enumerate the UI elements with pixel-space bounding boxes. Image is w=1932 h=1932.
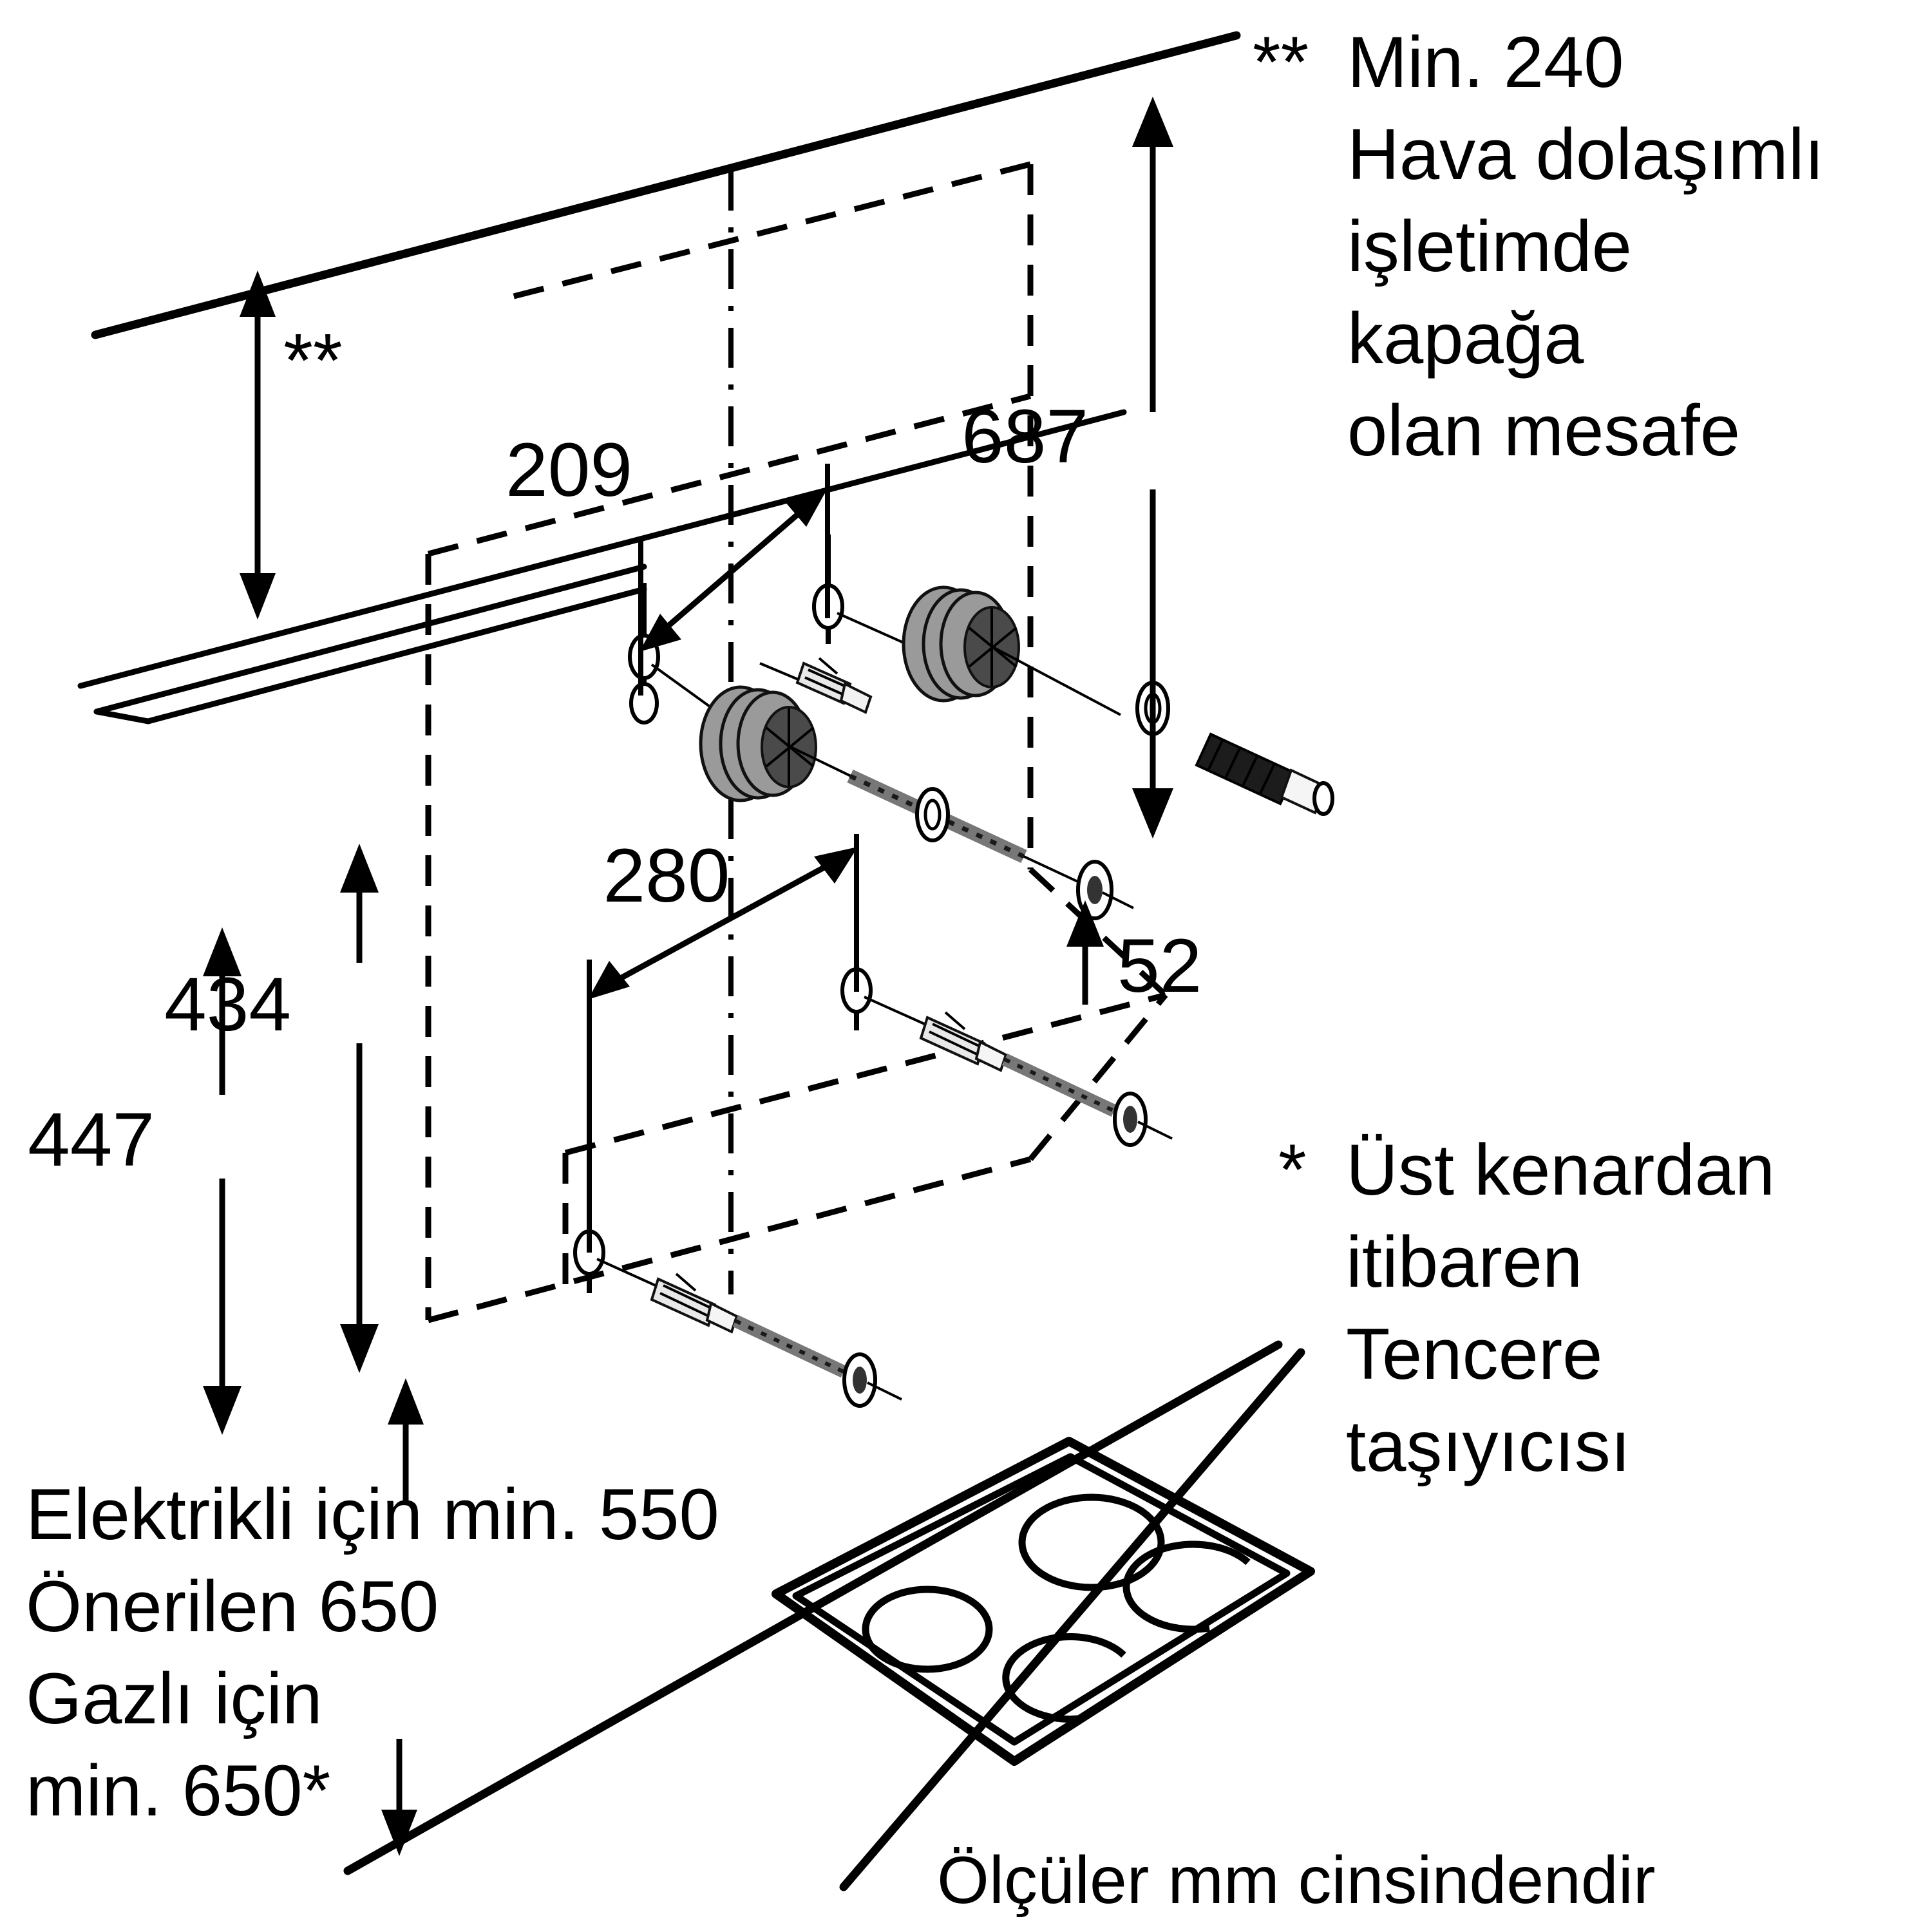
note-top-line-3: işletimde <box>1347 206 1632 287</box>
dimension-280 <box>587 834 859 1253</box>
hood-outline-dashed <box>425 161 1168 1323</box>
dimension-209 <box>638 464 830 696</box>
min-height-indicator-arrow <box>388 1378 424 1501</box>
dimension-star-depth <box>240 270 276 620</box>
note-bottom-left: Elektrikli için min. 550 Önerilen 650 Ga… <box>26 1474 719 1831</box>
dimension-447 <box>203 927 242 1435</box>
mount-hole-lower-left-upper <box>629 682 659 724</box>
cooktop-burner-front-right <box>1002 1633 1126 1723</box>
dimension-52-label: 52 <box>1117 923 1202 1009</box>
units-caption: Ölçüler mm cinsindendir <box>937 1843 1655 1918</box>
dimension-280-label: 280 <box>603 833 730 918</box>
note-bottom-left-line-1: Elektrikli için min. 550 <box>26 1474 719 1555</box>
cooktop <box>772 1437 1315 1766</box>
note-top-line-1: Min. 240 <box>1347 22 1624 102</box>
note-bottom-right-line-3: Tencere <box>1346 1314 1602 1394</box>
note-top-line-4: kapağa <box>1347 298 1584 379</box>
cooktop-burner-rear-right <box>1122 1540 1251 1633</box>
gas-min-height-arrow <box>381 1739 417 1856</box>
note-bottom-left-line-4: min. 650* <box>26 1750 330 1831</box>
wall-plug-upper <box>759 657 873 714</box>
dimension-687 <box>1132 97 1173 838</box>
washer-lower <box>915 787 950 842</box>
cooktop-burner-front-left <box>862 1586 993 1673</box>
spacer-bushing-lower <box>699 685 931 816</box>
note-bottom-right-line-2: itibaren <box>1346 1222 1582 1302</box>
dimension-687-label: 687 <box>961 394 1088 479</box>
cabinet-top-edges <box>77 31 1241 689</box>
note-top-marker: ** <box>1253 22 1309 102</box>
wall-plug-screw-lower-right <box>864 996 1173 1147</box>
note-bottom-right-line-1: Üst kenardan <box>1346 1130 1775 1210</box>
mount-hardware-upper <box>628 535 1334 920</box>
note-top-line-2: Hava dolaşımlı <box>1347 114 1824 194</box>
dimension-star-label: ** <box>283 318 343 403</box>
note-top-right: ** Min. 240 Hava dolaşımlı işletimde kap… <box>1253 22 1824 471</box>
wall-bracket-rail <box>93 564 647 724</box>
spacer-bushing-upper <box>902 585 1121 716</box>
note-bottom-right: * Üst kenardan itibaren Tencere taşıyıcı… <box>1278 1130 1775 1486</box>
wall-plug-screw-lower-left <box>596 1258 902 1408</box>
note-bottom-left-line-2: Önerilen 650 <box>26 1566 439 1647</box>
dimension-52 <box>1066 900 1104 1005</box>
dimension-434 <box>340 844 379 1373</box>
wall-plug-right <box>1195 732 1334 816</box>
dimension-209-label: 209 <box>506 428 632 513</box>
dimension-447-label: 447 <box>28 1097 155 1182</box>
note-bottom-right-marker: * <box>1278 1130 1307 1210</box>
note-top-line-5: olan mesafe <box>1347 390 1740 471</box>
note-bottom-right-line-4: taşıyıcısı <box>1346 1406 1631 1486</box>
note-bottom-left-line-3: Gazlı için <box>26 1658 323 1739</box>
cooktop-burner-rear-left <box>1018 1493 1165 1591</box>
